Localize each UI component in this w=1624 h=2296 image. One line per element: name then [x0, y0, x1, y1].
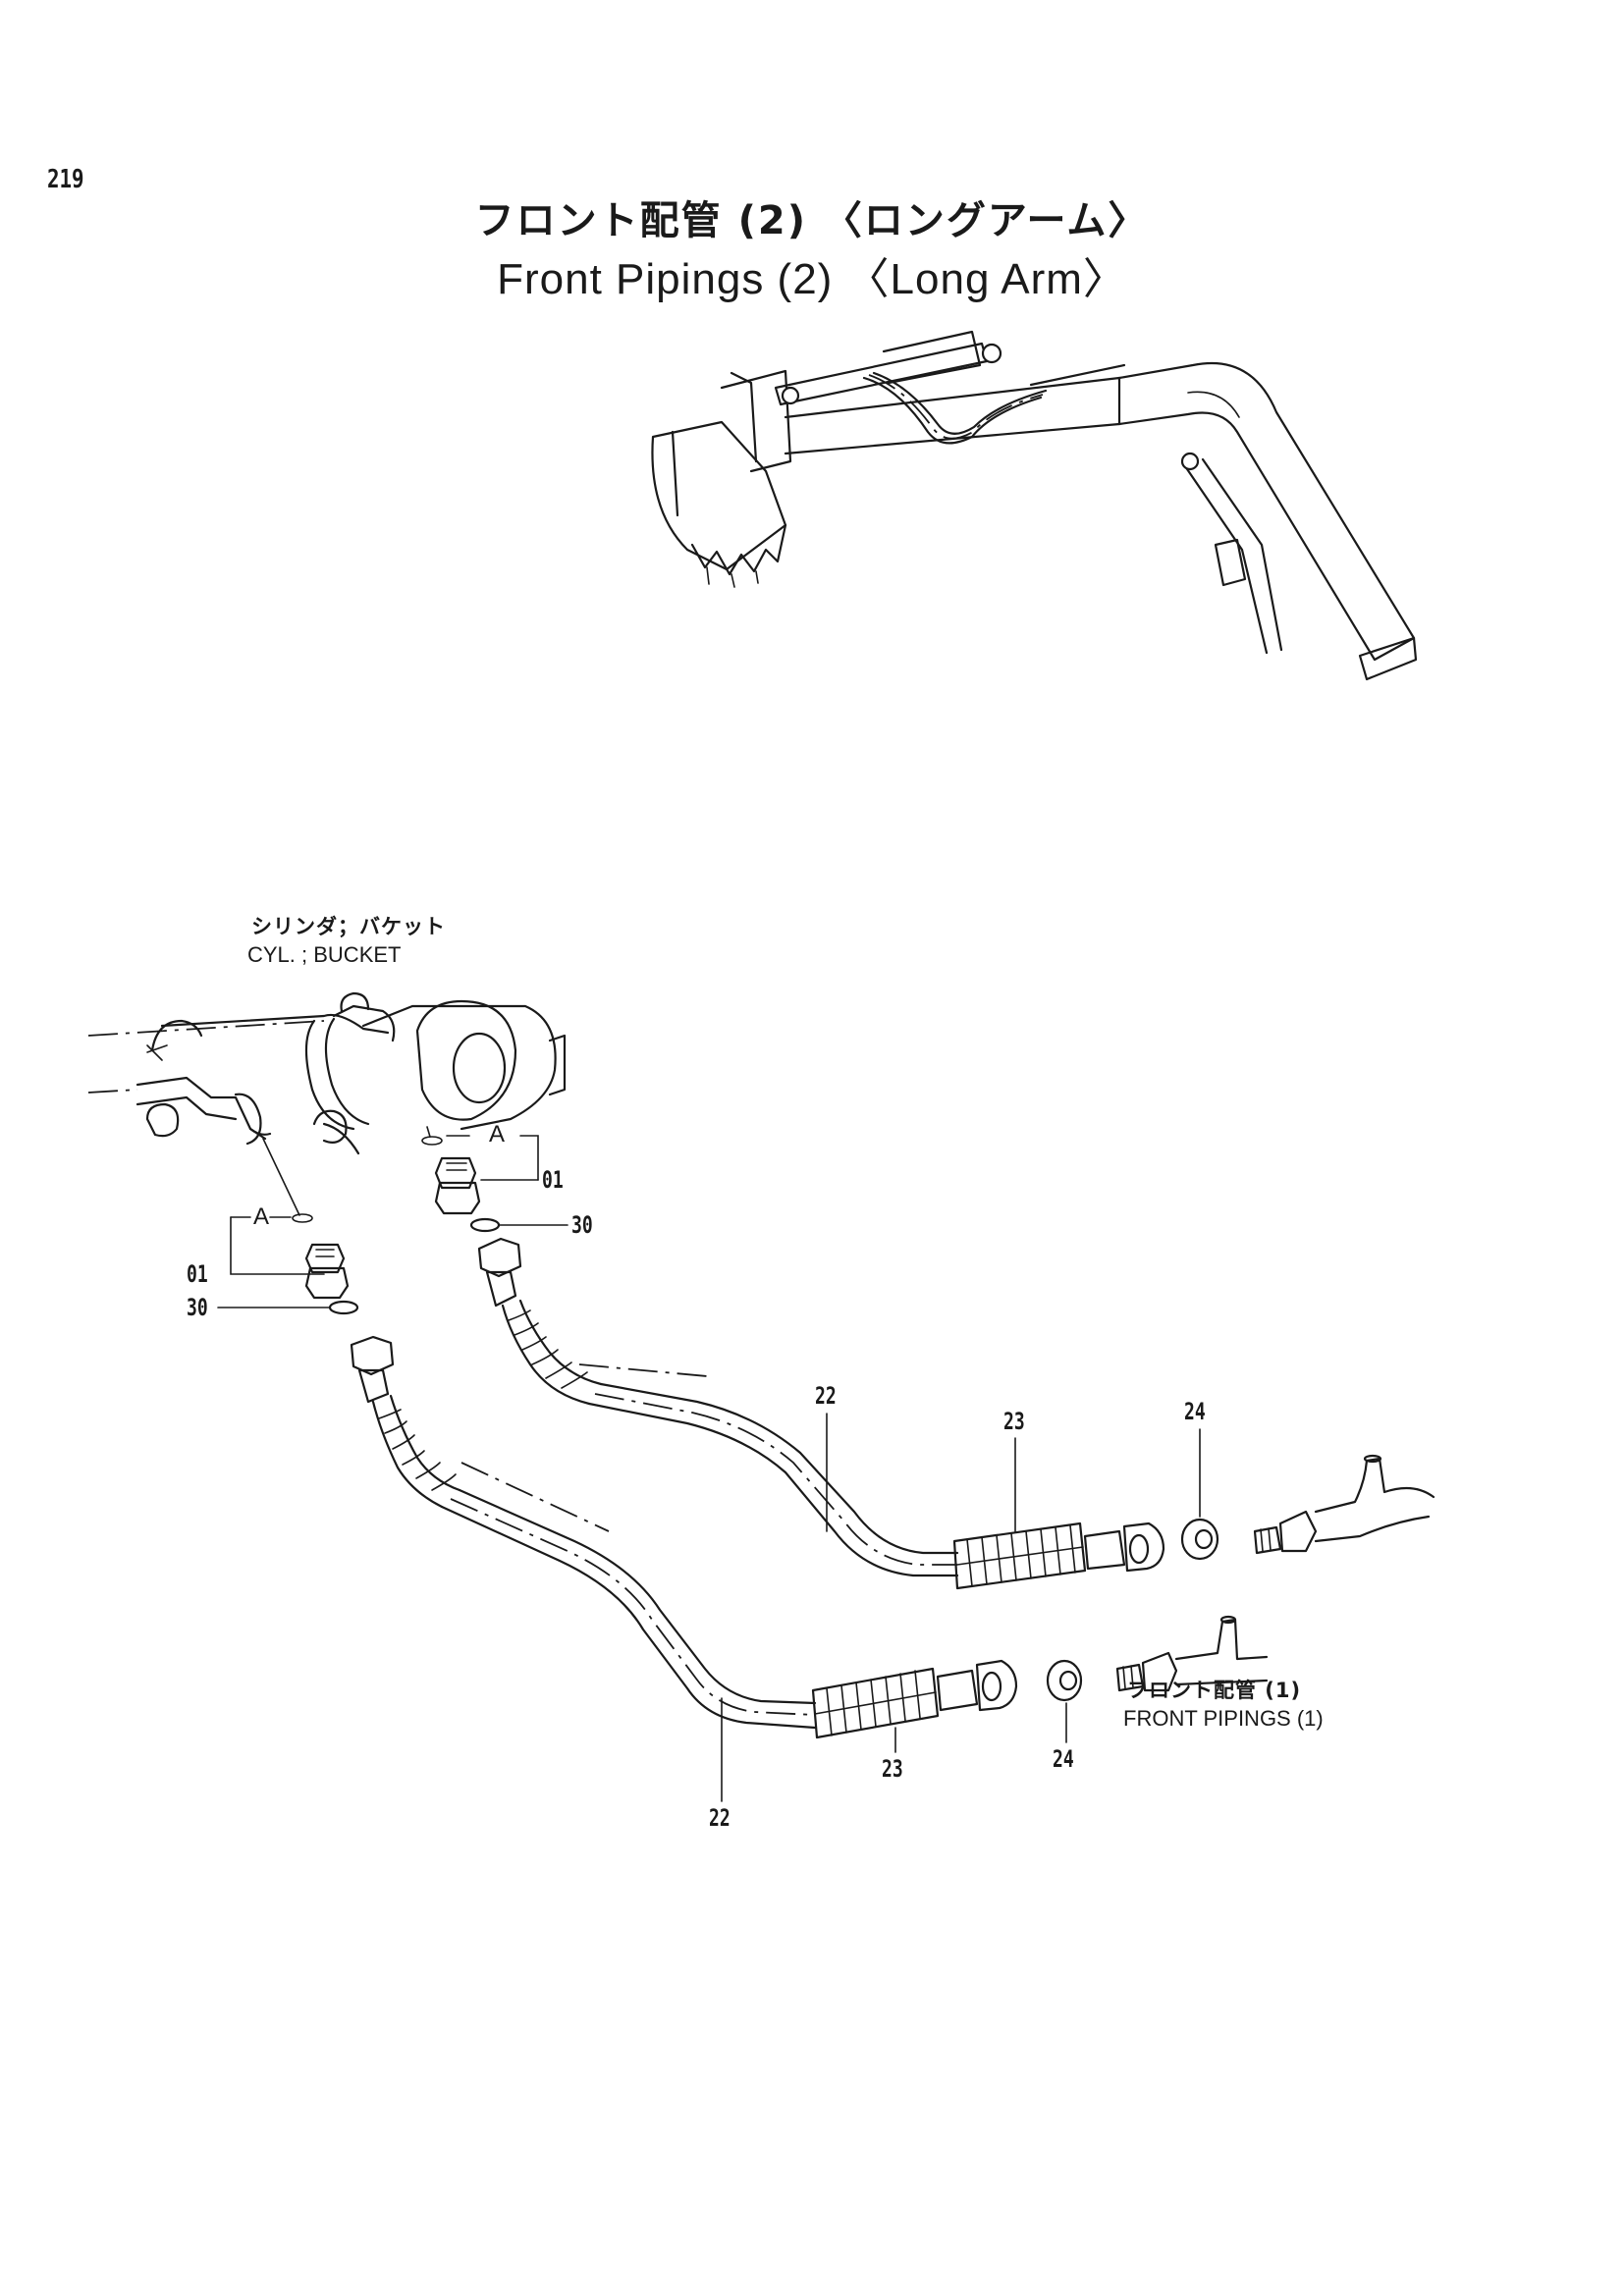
callout-24-lower: 24 [1053, 1745, 1074, 1773]
title-japanese: フロント配管 (2) 〈ロングアーム〉 [474, 198, 1150, 243]
cylinder-bucket-label-en: CYL. ; BUCKET [247, 942, 402, 967]
callout-01-upper: 01 [542, 1166, 564, 1194]
callout-01-lower: 01 [187, 1260, 208, 1288]
page-number: 219 [47, 165, 84, 194]
cylinder-bucket-label-jp: シリンダ；バケット [251, 915, 446, 938]
callout-22-upper: 22 [815, 1382, 837, 1410]
callout-23-upper: 23 [1003, 1408, 1025, 1435]
front-pipings-1-label-en: FRONT PIPINGS (1) [1123, 1706, 1324, 1731]
callout-22-lower: 22 [709, 1804, 731, 1832]
callout-24-upper: 24 [1184, 1398, 1206, 1425]
view-a-lower-label: A [253, 1203, 270, 1230]
callout-23-lower: 23 [882, 1755, 903, 1783]
view-a-upper-label: A [489, 1121, 506, 1148]
callout-30-lower: 30 [187, 1294, 208, 1321]
callout-30-upper: 30 [571, 1211, 593, 1239]
title-english: Front Pipings (2) 〈Long Arm〉 [497, 255, 1127, 303]
front-pipings-1-label-jp: フロント配管 (1) [1127, 1679, 1302, 1702]
